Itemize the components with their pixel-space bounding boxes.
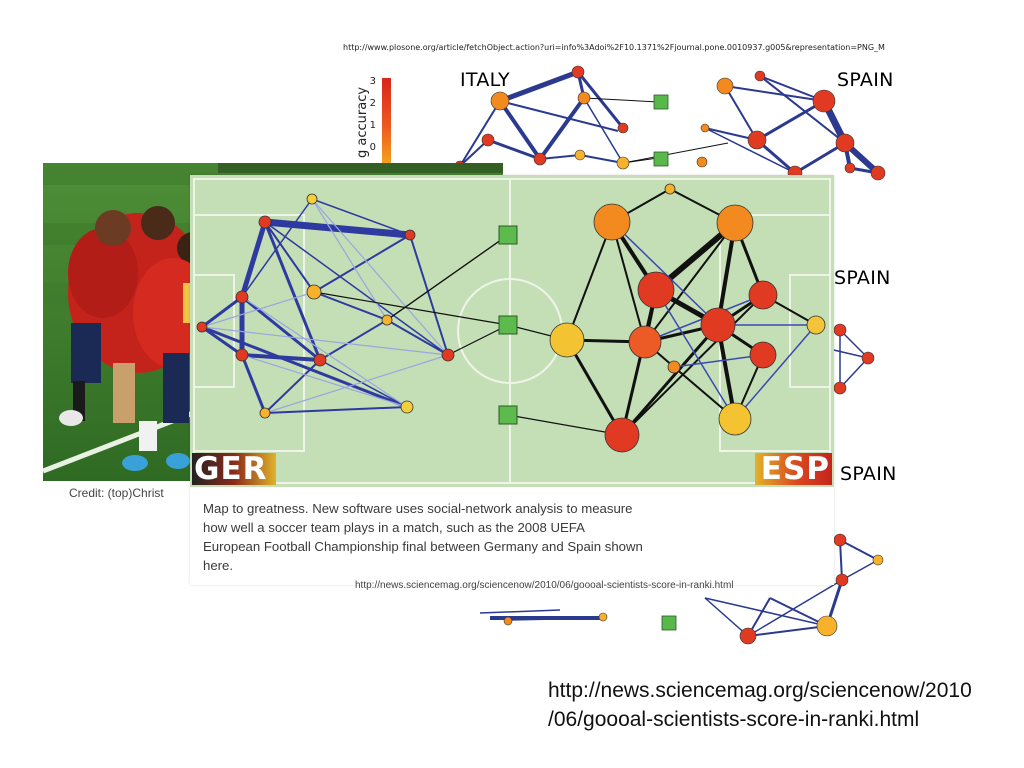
esp-node: [549, 322, 585, 358]
science-news-card: GER ESP Map to greatness. New software u…: [190, 175, 834, 585]
pitch-network-graphic: [193, 178, 831, 484]
science-card-url[interactable]: http://news.sciencemag.org/sciencenow/20…: [355, 580, 734, 591]
esp-blue-edges: [611, 221, 817, 420]
main-url-line-2[interactable]: /06/goooal-scientists-score-in-ranki.htm…: [548, 708, 920, 731]
ger-node: [306, 193, 318, 205]
esp-node: [637, 271, 675, 309]
team-label-spain: SPAIN: [840, 463, 897, 485]
cross-edges: [313, 234, 623, 436]
italy-network-edges: [459, 69, 625, 167]
photo-credit: Credit: (top)Christ: [69, 486, 164, 500]
italy-goal-node: [653, 94, 669, 110]
goal-node: [498, 315, 518, 335]
ger-node: [404, 229, 416, 241]
esp-node: [806, 315, 826, 335]
team-label-spain: SPAIN: [834, 267, 891, 289]
plos-figure-url[interactable]: http://www.plosone.org/article/fetchObje…: [343, 43, 885, 52]
goal-node: [498, 225, 518, 245]
esp-nodes: [549, 183, 826, 453]
esp-node: [628, 325, 662, 359]
plos-network-graphic: 3 2 1 0 g accuracy: [355, 65, 897, 645]
ger-node: [381, 314, 393, 326]
ger-node: [313, 353, 327, 367]
team-tag-ger: GER: [192, 453, 276, 485]
main-source-url[interactable]: http://news.sciencemag.org/sciencenow/20…: [548, 676, 972, 734]
goal-node: [498, 405, 518, 425]
ger-node: [306, 284, 322, 300]
ger-node: [258, 215, 272, 229]
science-card-caption: Map to greatness. New software uses soci…: [203, 501, 643, 573]
esp-node: [667, 360, 681, 374]
ger-nodes: [196, 193, 455, 419]
colorbar-tick: 2: [370, 98, 376, 109]
team-label-italy: ITALY: [460, 69, 510, 91]
spain-bottom-network-nodes: [503, 533, 884, 645]
spain-bottom-goal-node: [661, 615, 677, 631]
ger-node: [441, 348, 455, 362]
esp-node: [748, 280, 778, 310]
spain-mid-network-nodes: [833, 323, 875, 395]
colorbar-tick: 3: [370, 76, 376, 87]
colorbar-tick: 1: [370, 120, 376, 131]
esp-node: [604, 417, 640, 453]
esp-node: [716, 204, 754, 242]
goal-nodes: [498, 225, 518, 425]
ger-node: [196, 321, 208, 333]
colorbar-label: g accuracy: [355, 87, 370, 158]
esp-node: [664, 183, 676, 195]
ger-node: [235, 348, 249, 362]
esp-node: [718, 402, 752, 436]
esp-node: [593, 203, 631, 241]
team-tag-esp: ESP: [754, 453, 832, 485]
team-label-spain: SPAIN: [837, 69, 894, 91]
colorbar-tick: 0: [370, 142, 376, 153]
ger-node: [259, 407, 271, 419]
ger-light-edges: [201, 198, 449, 414]
colorbar: [382, 78, 391, 166]
main-url-line-1[interactable]: http://news.sciencemag.org/sciencenow/20…: [548, 679, 972, 702]
esp-node: [749, 341, 777, 369]
ger-node: [400, 400, 414, 414]
italy-goal-node: [653, 151, 669, 167]
pitch-network-image: GER ESP: [190, 175, 834, 487]
ger-node: [235, 290, 249, 304]
esp-node: [700, 307, 736, 343]
